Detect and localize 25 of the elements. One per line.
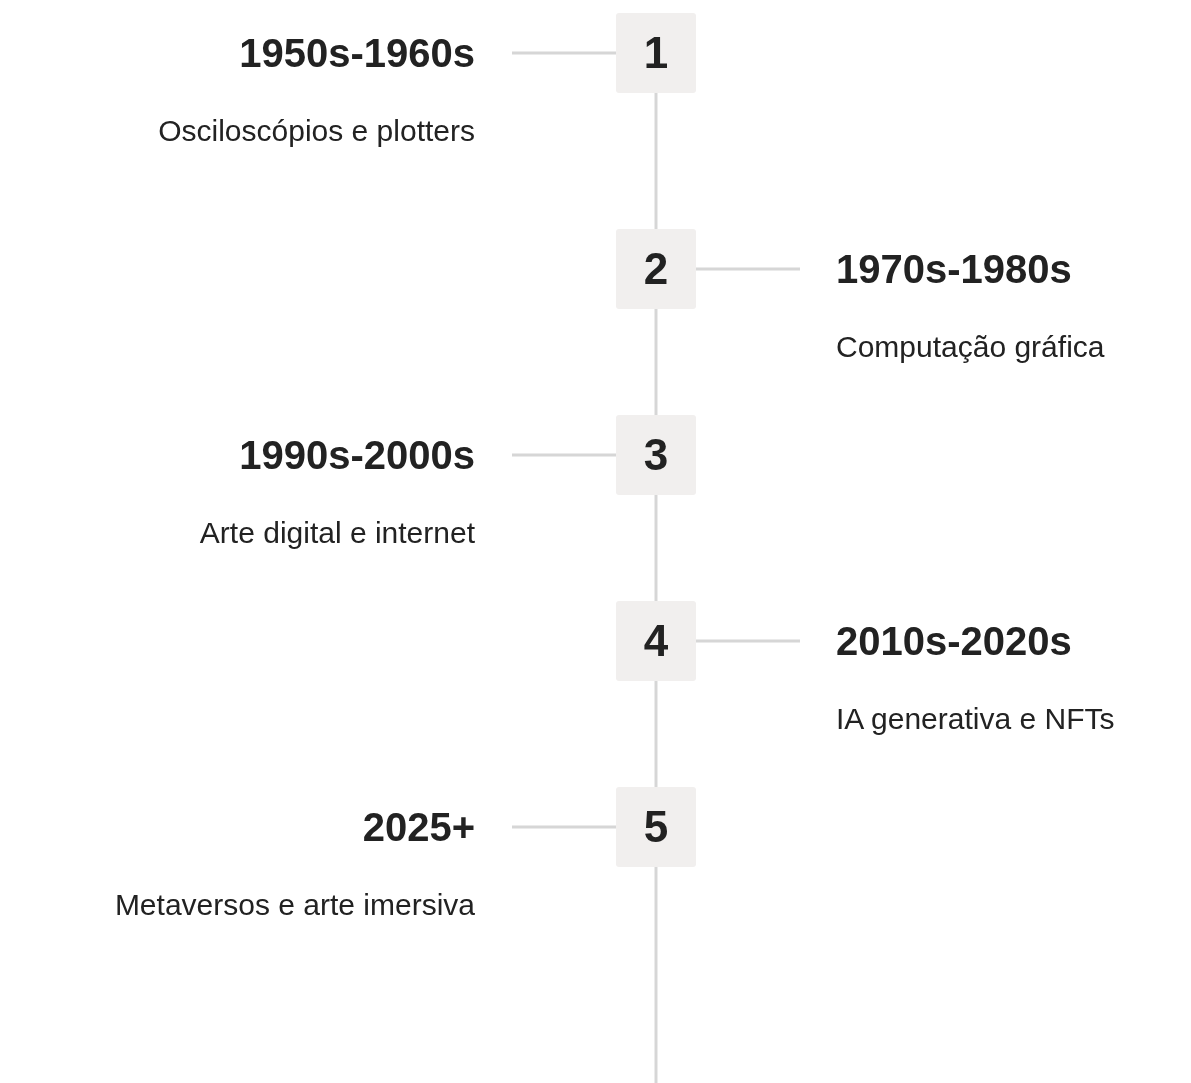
step-number-box: 2 [616,229,696,309]
period-description: Arte digital e internet [199,515,475,551]
period-description: Computação gráfica [836,329,1105,365]
period-description: Osciloscópios e plotters [158,113,475,149]
connector-line [512,825,616,829]
period-heading: 2010s-2020s [836,618,1072,665]
connector-line [654,681,658,787]
period-heading: 2025+ [362,804,475,851]
connector-line [654,867,658,1083]
connector-line [512,51,616,55]
period-description: Metaversos e arte imersiva [114,887,475,923]
step-number-box: 1 [616,13,696,93]
connector-line [696,639,800,643]
connector-line [654,93,658,229]
period-heading: 1950s-1960s [239,30,475,77]
period-heading: 1970s-1980s [836,246,1072,293]
connector-line [696,267,800,271]
period-heading: 1990s-2000s [239,432,475,479]
connector-line [654,309,658,415]
connector-line [512,453,616,457]
connector-line [654,495,658,601]
period-description: IA generativa e NFTs [836,701,1115,737]
step-number-box: 4 [616,601,696,681]
step-number-box: 3 [616,415,696,495]
step-number-box: 5 [616,787,696,867]
